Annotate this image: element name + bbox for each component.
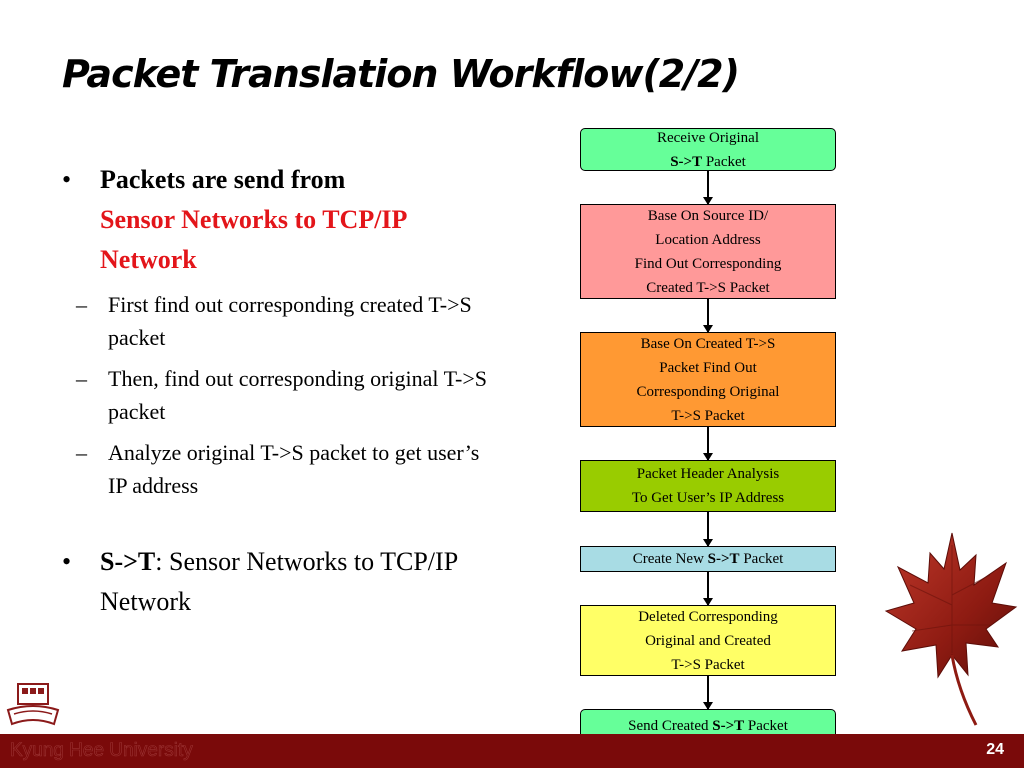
step-text: Packet: [739, 551, 784, 567]
flow-arrow: [703, 427, 713, 461]
sub-bullet-marker: –: [76, 292, 87, 317]
step-text: Packet: [744, 717, 788, 734]
step-line: Receive Original: [656, 129, 760, 146]
bullet-text: Packets are send from: [100, 165, 346, 194]
flow-step-create-new: Create New S->T Packet: [580, 546, 836, 572]
bullet-definition: : Sensor Networks to TCP/IP Network: [100, 547, 458, 616]
sub-bullet-item: – Analyze original T->S packet to get us…: [62, 436, 492, 502]
sub-bullet-text: First find out corresponding created T->…: [108, 292, 472, 350]
step-line: To Get User’s IP Address: [631, 490, 785, 506]
step-bold: S->T: [712, 717, 745, 734]
sub-bullet-item: – Then, find out corresponding original …: [62, 362, 492, 428]
step-line: Base On Created T->S: [640, 335, 776, 352]
step-text: Create New: [632, 551, 708, 567]
step-line: Packet Header Analysis: [636, 466, 780, 482]
flow-step-find-original: Base On Created T->S Packet Find Out Cor…: [580, 332, 836, 427]
flow-step-find-created: Base On Source ID/ Location Address Find…: [580, 204, 836, 299]
page-number: 24: [986, 741, 1004, 758]
flow-arrow: [703, 512, 713, 547]
step-line: Send Created S->T Packet: [581, 714, 835, 738]
step-line: Created T->S Packet: [646, 279, 770, 296]
sub-bullet-marker: –: [76, 366, 87, 391]
footer-university: Kyung Hee University: [10, 740, 193, 762]
step-line: T->S Packet: [671, 407, 745, 424]
flow-step-delete: Deleted Corresponding Original and Creat…: [580, 605, 836, 676]
bullet-marker: •: [62, 165, 72, 194]
step-line: T->S Packet: [671, 656, 745, 673]
step-line: Location Address: [655, 231, 761, 248]
bullet-term: S->T: [100, 547, 156, 576]
flow-arrow: [703, 676, 713, 710]
step-line: Create New S->T Packet: [581, 548, 835, 570]
sub-bullet-text: Analyze original T->S packet to get user…: [108, 440, 480, 498]
flow-arrow: [703, 572, 713, 606]
step-bold: S->T: [707, 551, 740, 567]
bullet-highlight: Sensor Networks to TCP/IP Network: [100, 205, 406, 274]
step-line: Original and Created: [645, 632, 771, 649]
sub-bullet-item: – First find out corresponding created T…: [62, 288, 492, 354]
step-line: Deleted Corresponding: [638, 608, 778, 625]
step-bold: S->T: [670, 153, 703, 170]
sub-bullet-text: Then, find out corresponding original T-…: [108, 366, 488, 424]
bullet-item: • Packets are send from Sensor Networks …: [62, 160, 492, 280]
step-line: Packet Find Out: [659, 359, 757, 376]
step-text: Packet: [702, 153, 746, 170]
flow-arrow: [703, 171, 713, 205]
page-title: Packet Translation Workflow(2/2): [62, 52, 740, 96]
step-text: Send Created: [628, 717, 713, 734]
bullet-list: • Packets are send from Sensor Networks …: [62, 160, 492, 622]
university-emblem-icon: [4, 680, 62, 735]
step-line: Find Out Corresponding: [634, 255, 782, 272]
flow-step-receive: Receive Original S->T Packet: [580, 128, 836, 171]
flow-arrow: [703, 299, 713, 333]
step-line: Corresponding Original: [636, 383, 780, 400]
step-line: Base On Source ID/: [647, 207, 769, 224]
bullet-marker: •: [62, 547, 72, 576]
flow-step-header-analysis: Packet Header Analysis To Get User’s IP …: [580, 460, 836, 512]
footer-bar: Kyung Hee University 24: [0, 734, 1024, 768]
maple-leaf-icon: [880, 525, 1020, 735]
bullet-item: • S->T: Sensor Networks to TCP/IP Networ…: [62, 542, 492, 622]
step-line: S->T Packet: [581, 150, 835, 174]
sub-bullet-marker: –: [76, 440, 87, 465]
